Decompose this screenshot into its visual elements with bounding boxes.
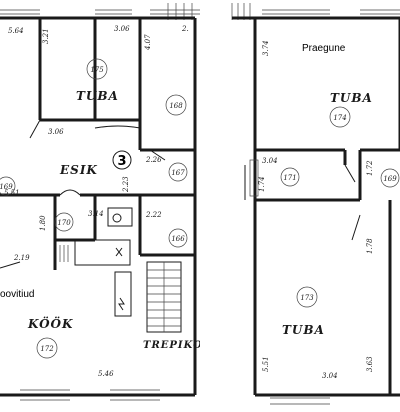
dim-label: 3.63 — [366, 356, 374, 372]
left-door-swings — [0, 119, 166, 269]
dim-label: 4.07 — [144, 34, 152, 51]
dim-label: 5.64 — [8, 27, 24, 35]
dim-label: 2.26 — [145, 156, 162, 164]
room-number: 174 — [333, 114, 346, 122]
dim-label: 1.74 — [258, 176, 266, 192]
room-number: 167 — [171, 169, 185, 177]
room-number: 169 — [383, 175, 397, 183]
dim-label: 1.78 — [366, 238, 374, 254]
stair-marker-circle — [112, 150, 132, 170]
plan-title: Praegune — [302, 43, 346, 54]
dim-label: 3.04 — [322, 372, 338, 380]
room-number: 168 — [169, 102, 183, 110]
room-number: 171 — [283, 174, 296, 182]
right-door-swings — [244, 164, 361, 241]
dim-label: 5.51 — [262, 356, 270, 372]
dim-label: 5.51 — [4, 189, 20, 197]
bathroom-fixtures — [59, 207, 133, 266]
dim-label: 3.06 — [114, 25, 130, 33]
staircase — [146, 261, 182, 333]
left-plan: 3 5.64 3.21 3.06 4.07 2. 3.06 2.26 5.51 … — [0, 3, 203, 401]
right-walls — [232, 16, 400, 397]
dim-label: 1.72 — [366, 160, 374, 176]
kitchen-stove — [114, 271, 132, 317]
right-plan: Praegune 3.74 3.04 1.72 1.74 1.78 5.51 3… — [231, 3, 400, 405]
room-number: 173 — [300, 294, 314, 302]
room-name: TREPIKO — [143, 340, 203, 351]
dim-label: 1.80 — [39, 215, 47, 231]
room-number: 172 — [40, 345, 54, 353]
dim-label: 2.23 — [122, 176, 130, 193]
room-number: 175 — [90, 66, 104, 74]
left-walls — [0, 16, 197, 397]
dim-label: 3.04 — [262, 157, 278, 165]
annotation-note: oovitiud — [0, 289, 34, 300]
dim-label: 3.21 — [42, 28, 50, 44]
dim-label: 3.06 — [48, 128, 64, 136]
stair-marker-number: 3 — [117, 154, 126, 169]
dim-label: 2.19 — [13, 254, 30, 262]
room-name: TUBA — [330, 91, 373, 105]
dim-label: 2.22 — [145, 211, 162, 219]
room-name: TUBA — [282, 323, 325, 337]
right-window-hatch — [231, 3, 400, 20]
room-name: TUBA — [76, 89, 119, 103]
dim-label: 5.46 — [98, 370, 114, 378]
dim-label: 2. — [181, 25, 189, 33]
dim-label: 3.74 — [262, 40, 270, 56]
room-number: 166 — [171, 235, 185, 243]
room-number: 169 — [0, 183, 13, 191]
room-name: KÖÖK — [27, 315, 73, 331]
room-name: ESIK — [59, 163, 98, 177]
left-window-hatch — [0, 3, 200, 20]
room-number: 170 — [57, 219, 71, 227]
dim-label: 3.14 — [88, 210, 104, 218]
